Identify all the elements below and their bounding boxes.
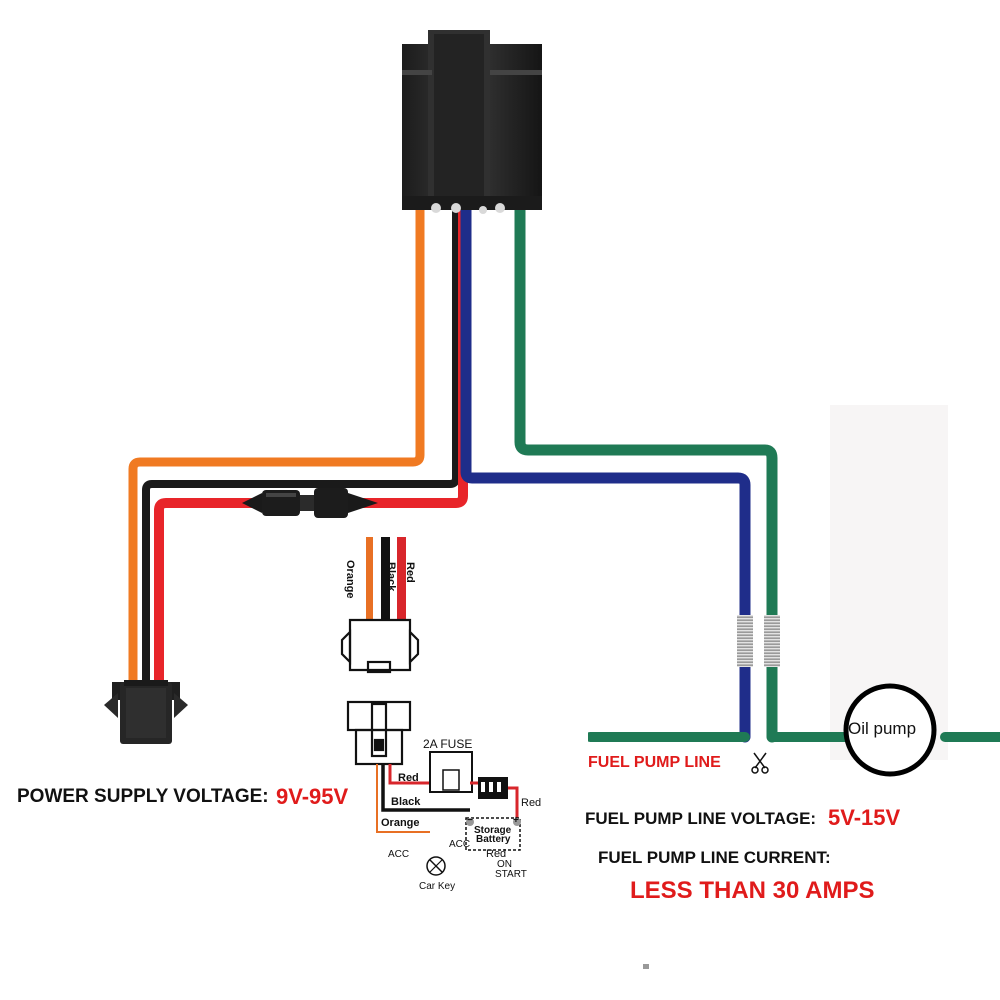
power-supply-voltage-label: POWER SUPPLY VOLTAGE: bbox=[17, 786, 269, 807]
inset-label-red-vertical: Red bbox=[404, 562, 416, 583]
scissors-icon bbox=[751, 752, 769, 774]
inset-fuse-label: 2A FUSE bbox=[423, 737, 473, 751]
inset-red-switch-label: Red bbox=[521, 797, 542, 809]
inset-red-label: Red bbox=[398, 772, 419, 784]
fuel-pump-line-voltage-label: FUEL PUMP LINE VOLTAGE: bbox=[585, 809, 817, 828]
black-wire bbox=[142, 196, 460, 689]
oil-pump-label: Oil pump bbox=[848, 719, 917, 738]
splice-coil-green bbox=[764, 615, 780, 667]
inline-fuse-holder bbox=[242, 488, 378, 518]
power-supply-voltage-value: 9V-95V bbox=[276, 784, 349, 809]
inset-battery-label: Battery bbox=[476, 834, 511, 845]
battery-terminal-minus: − bbox=[467, 815, 473, 826]
battery-terminal-plus: + bbox=[513, 815, 519, 826]
inset-storage-label: Storage bbox=[474, 825, 512, 836]
inset-wiring-diagram bbox=[278, 530, 649, 975]
oil-pump bbox=[843, 683, 937, 777]
inset-acc-left: ACC bbox=[388, 849, 410, 860]
inset-label-orange-vertical: Orange bbox=[344, 560, 356, 599]
inset-red-on-label: Red bbox=[486, 848, 507, 860]
fuel-pump-line-current-label: FUEL PUMP LINE CURRENT: bbox=[598, 848, 831, 867]
inset-car-key-label: Car Key bbox=[419, 881, 456, 892]
orange-wire bbox=[128, 195, 425, 690]
inset-on-label: ON bbox=[497, 859, 512, 870]
inset-black-label: Black bbox=[391, 796, 421, 808]
inset-label-black-vertical: Black bbox=[385, 562, 397, 592]
inset-orange-label: Orange bbox=[381, 817, 420, 829]
inset-orange-wire bbox=[366, 537, 373, 619]
splice-coil-blue bbox=[737, 615, 753, 667]
inset-red-wire bbox=[397, 537, 406, 619]
fuel-pump-line-label: FUEL PUMP LINE bbox=[588, 754, 721, 771]
power-connector bbox=[104, 680, 188, 744]
green-wire bbox=[514, 194, 778, 743]
fuel-pump-line-current-value: LESS THAN 30 AMPS bbox=[630, 877, 875, 904]
inset-black-wire bbox=[381, 537, 390, 619]
relay-module bbox=[402, 30, 542, 214]
inset-start-label: START bbox=[495, 869, 527, 880]
fuel-pump-line-voltage-value: 5V-15V bbox=[828, 805, 901, 830]
blue-wire bbox=[460, 194, 751, 743]
inset-storage-battery bbox=[465, 817, 521, 851]
inset-acc-right: ACC bbox=[449, 839, 471, 850]
